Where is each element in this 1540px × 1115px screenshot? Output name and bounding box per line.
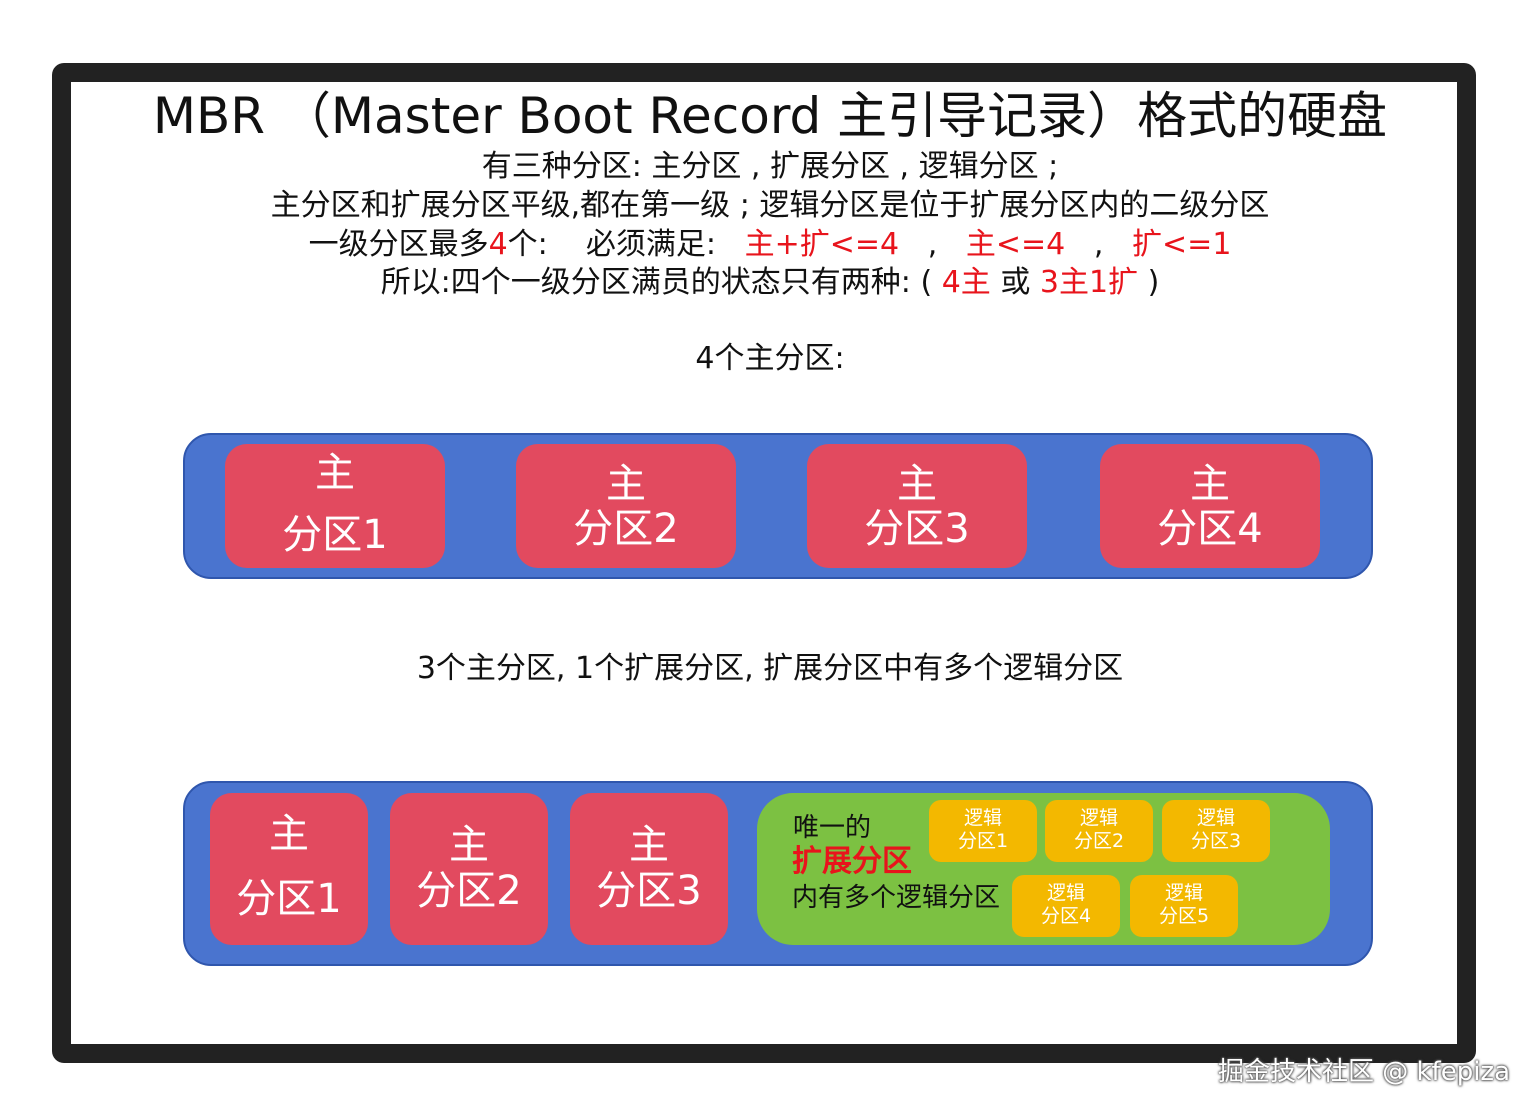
rule-primary: 主<=4 bbox=[965, 227, 1066, 262]
extended-label-line2: 扩展分区 bbox=[792, 844, 912, 879]
rule-sep-2: , bbox=[1065, 227, 1133, 262]
logical-name-label: 分区4 bbox=[1040, 905, 1092, 927]
partition-type-label: 主 bbox=[315, 450, 355, 496]
primary-partition-4: 主 分区4 bbox=[1100, 444, 1320, 568]
diagram-title: MBR （Master Boot Record 主引导记录）格式的硬盘 bbox=[152, 87, 1388, 145]
section2-heading: 3个主分区, 1个扩展分区, 扩展分区中有多个逻辑分区 bbox=[416, 651, 1124, 686]
state-three-primary-one-extended: 3主1扩 bbox=[1039, 265, 1139, 300]
logical-type-label: 逻辑 bbox=[963, 807, 1002, 829]
logical-name-label: 分区3 bbox=[1190, 830, 1242, 852]
rule-prefix: 一级分区最多 bbox=[308, 227, 489, 262]
partition-name-label: 分区3 bbox=[596, 868, 702, 914]
primary-partition-3: 主 分区3 bbox=[807, 444, 1027, 568]
logical-name-label: 分区2 bbox=[1073, 830, 1125, 852]
primary-partition-1b: 主 分区1 bbox=[210, 793, 368, 945]
partition-type-label: 主 bbox=[606, 461, 646, 507]
states-suffix: ) bbox=[1138, 265, 1160, 300]
partition-name-label: 分区2 bbox=[573, 506, 679, 552]
partition-type-label: 主 bbox=[269, 811, 309, 857]
primary-partition-1: 主 分区1 bbox=[225, 444, 445, 568]
logical-partition-3: 逻辑 分区3 bbox=[1162, 800, 1270, 862]
state-four-primary: 4主 bbox=[941, 265, 991, 300]
partition-type-label: 主 bbox=[897, 461, 937, 507]
rule-extended: 扩<=1 bbox=[1132, 227, 1232, 262]
logical-name-label: 分区1 bbox=[957, 830, 1009, 852]
partition-name-label: 分区1 bbox=[282, 512, 388, 558]
intro-line-1: 有三种分区: 主分区 , 扩展分区 , 逻辑分区 ; bbox=[481, 149, 1059, 184]
logical-partition-4: 逻辑 分区4 bbox=[1012, 875, 1120, 937]
rule-total: 主+扩<=4 bbox=[744, 227, 900, 262]
logical-partition-2: 逻辑 分区2 bbox=[1045, 800, 1153, 862]
logical-partition-1: 逻辑 分区1 bbox=[929, 800, 1037, 862]
rule-middle: 个: 必须满足: bbox=[507, 227, 745, 262]
primary-partition-2b: 主 分区2 bbox=[390, 793, 548, 945]
partition-name-label: 分区4 bbox=[1157, 506, 1263, 552]
logical-type-label: 逻辑 bbox=[1079, 807, 1118, 829]
partition-name-label: 分区2 bbox=[416, 868, 522, 914]
primary-partition-2: 主 分区2 bbox=[516, 444, 736, 568]
max-count: 4 bbox=[488, 227, 508, 262]
logical-type-label: 逻辑 bbox=[1046, 882, 1085, 904]
partition-name-label: 分区3 bbox=[864, 506, 970, 552]
logical-type-label: 逻辑 bbox=[1196, 807, 1235, 829]
intro-line-2: 主分区和扩展分区平级,都在第一级 ; 逻辑分区是位于扩展分区内的二级分区 bbox=[270, 188, 1270, 223]
states-prefix: 所以:四个一级分区满员的状态只有两种: ( bbox=[380, 265, 942, 300]
section1-heading: 4个主分区: bbox=[695, 341, 845, 376]
extended-label-line1: 唯一的 bbox=[793, 813, 872, 843]
partition-name-label: 分区1 bbox=[236, 876, 342, 922]
logical-type-label: 逻辑 bbox=[1164, 882, 1203, 904]
partition-type-label: 主 bbox=[1190, 461, 1230, 507]
partition-type-label: 主 bbox=[449, 822, 489, 868]
rule-sep-1: , bbox=[899, 227, 966, 262]
extended-label-line3: 内有多个逻辑分区 bbox=[792, 883, 1001, 913]
logical-partition-5: 逻辑 分区5 bbox=[1130, 875, 1238, 937]
logical-name-label: 分区5 bbox=[1158, 905, 1210, 927]
intro-line-4: 所以:四个一级分区满员的状态只有两种: ( 4主 或 3主1扩 ) bbox=[0, 264, 1540, 302]
states-or: 或 bbox=[990, 265, 1040, 300]
intro-line-3: 一级分区最多4个: 必须满足: 主+扩<=4 , 主<=4 , 扩<=1 bbox=[0, 226, 1540, 264]
watermark: 掘金技术社区 @ kfepiza bbox=[1217, 1057, 1510, 1087]
primary-partition-3b: 主 分区3 bbox=[570, 793, 728, 945]
partition-type-label: 主 bbox=[629, 822, 669, 868]
